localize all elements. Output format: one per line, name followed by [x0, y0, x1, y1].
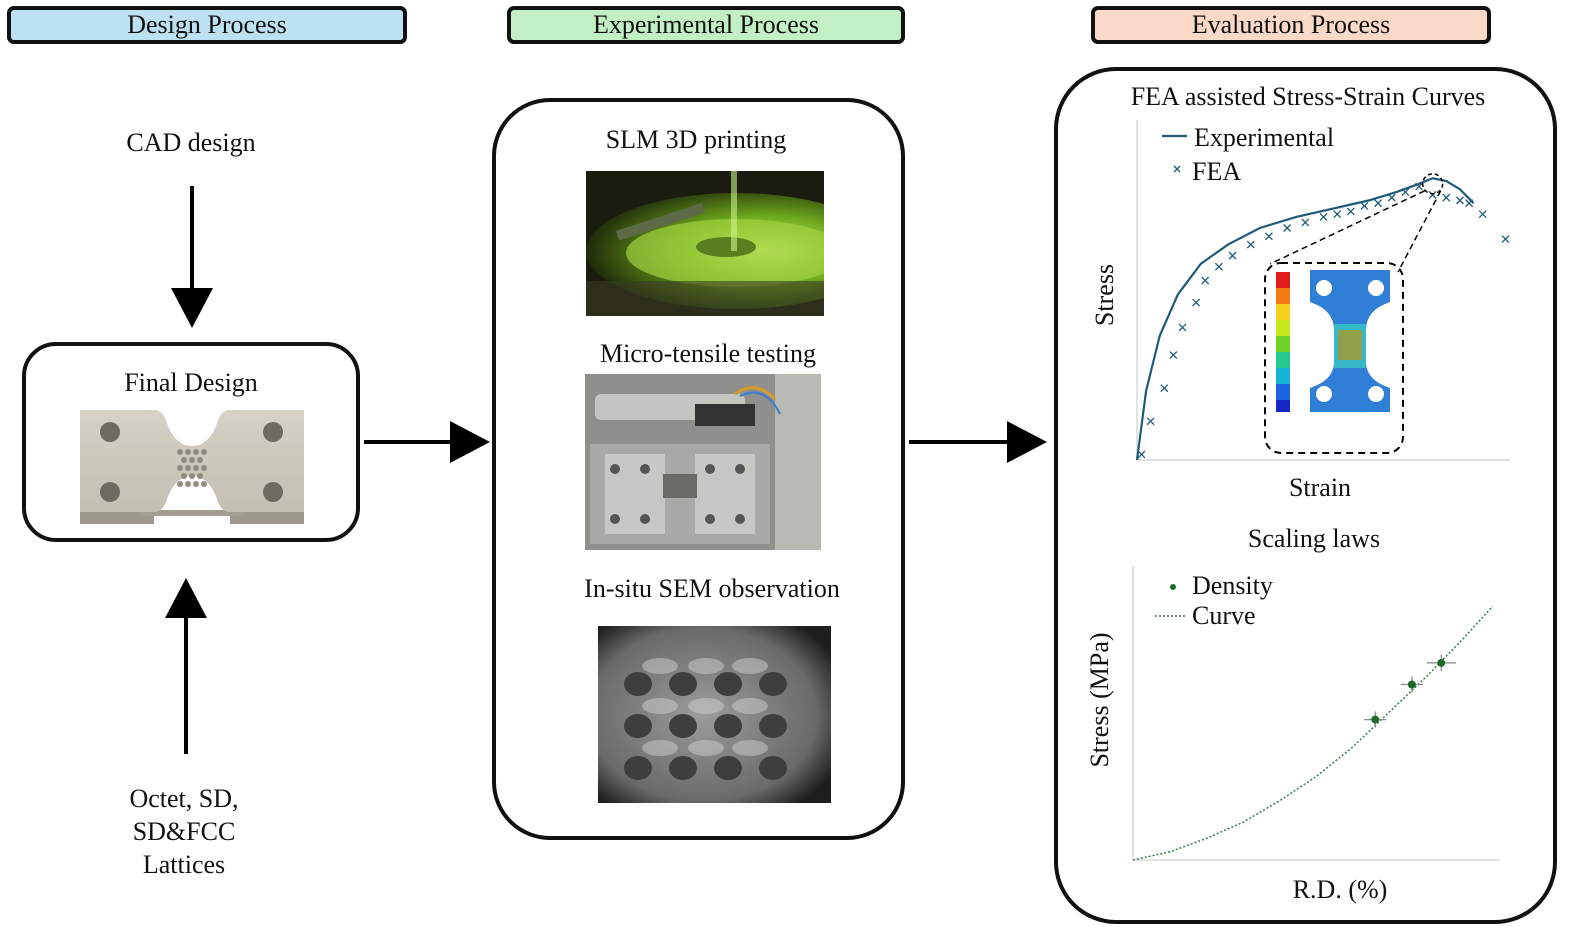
curve-series-line — [1132, 605, 1494, 861]
legend-density-label: Density — [1192, 571, 1273, 600]
fea-point — [1137, 450, 1146, 459]
tensile-tester-photo — [585, 374, 821, 550]
fea-contour-inset — [1264, 262, 1404, 454]
zoom-line-left — [1269, 190, 1425, 265]
lattices-line-1: Octet, SD, — [129, 784, 239, 813]
density-point — [1407, 680, 1416, 689]
final-design-box — [22, 342, 360, 542]
fea-point — [1401, 188, 1410, 197]
evaluation-panel — [1054, 67, 1557, 924]
evaluation-process-header: Evaluation Process — [1091, 6, 1491, 44]
experimental-series-line — [1135, 177, 1475, 461]
dogbone-specimen-image — [80, 410, 304, 524]
legend-fea-label: FEA — [1192, 157, 1241, 186]
final-design-label: Final Design — [124, 368, 258, 397]
fea-point — [1333, 210, 1342, 219]
slm-printing-label: SLM 3D printing — [605, 125, 787, 154]
cad-design-label: CAD design — [126, 128, 256, 157]
fea-point — [1387, 193, 1396, 202]
design-process-title: Design Process — [127, 10, 287, 39]
zoom-line-right — [1397, 190, 1442, 273]
experimental-process-title: Experimental Process — [593, 10, 819, 39]
lattices-label: Octet, SD, SD&FCC Lattices — [129, 782, 238, 881]
arrow-down-icon — [171, 186, 213, 328]
x-axis-label: Strain — [1289, 473, 1351, 502]
fea-point — [1360, 201, 1369, 210]
y-axis-label: Stress — [1090, 264, 1119, 326]
fea-point — [1442, 193, 1451, 202]
fea-point — [1478, 210, 1487, 219]
arrow-right-icon-2 — [909, 421, 1047, 463]
tensile-testing-label: Micro-tensile testing — [600, 339, 816, 368]
fea-point — [1301, 218, 1310, 227]
arrow-up-icon — [165, 578, 207, 754]
fea-point — [1428, 190, 1437, 199]
fea-point — [1283, 224, 1292, 232]
experimental-process-header: Experimental Process — [507, 6, 905, 44]
fea-point — [1160, 384, 1169, 393]
arrow-right-icon — [364, 421, 490, 463]
legend-curve-label: Curve — [1192, 601, 1256, 630]
lattices-line-3: Lattices — [142, 850, 226, 879]
fea-point — [1192, 298, 1201, 307]
fea-point — [1501, 235, 1510, 244]
fea-point — [1228, 251, 1237, 260]
stress-strain-title: FEA assisted Stress-Strain Curves — [1130, 82, 1486, 111]
legend-fea-swatch — [1173, 165, 1181, 173]
sem-lattice-photo — [598, 626, 831, 803]
fea-point — [1346, 207, 1355, 216]
fea-point — [1246, 240, 1255, 249]
fea-point — [1465, 199, 1474, 208]
design-process-header: Design Process — [7, 6, 407, 44]
y-axis-label: Stress (MPa) — [1085, 632, 1114, 767]
experimental-panel — [492, 98, 905, 840]
fea-point — [1264, 232, 1273, 241]
evaluation-process-title: Evaluation Process — [1191, 10, 1391, 39]
density-point — [1371, 715, 1380, 724]
fea-point — [1415, 182, 1423, 191]
fea-point — [1201, 276, 1210, 285]
fea-point — [1374, 199, 1383, 208]
x-axis-label: R.D. (%) — [1293, 875, 1388, 904]
density-point — [1437, 658, 1446, 667]
fea-point — [1319, 212, 1328, 221]
fea-point — [1169, 351, 1178, 360]
lattices-line-2: SD&FCC — [132, 817, 236, 846]
fea-point — [1456, 196, 1464, 205]
fea-point — [1214, 262, 1223, 271]
fea-point — [1178, 323, 1187, 332]
legend-density-swatch — [1170, 584, 1176, 590]
legend-experimental-label: Experimental — [1194, 123, 1334, 152]
sem-observation-label: In-situ SEM observation — [584, 574, 840, 603]
zoom-circle — [1421, 173, 1444, 195]
fea-point — [1146, 417, 1155, 426]
slm-printer-photo — [586, 171, 824, 316]
scaling-laws-title: Scaling laws — [1247, 524, 1381, 553]
